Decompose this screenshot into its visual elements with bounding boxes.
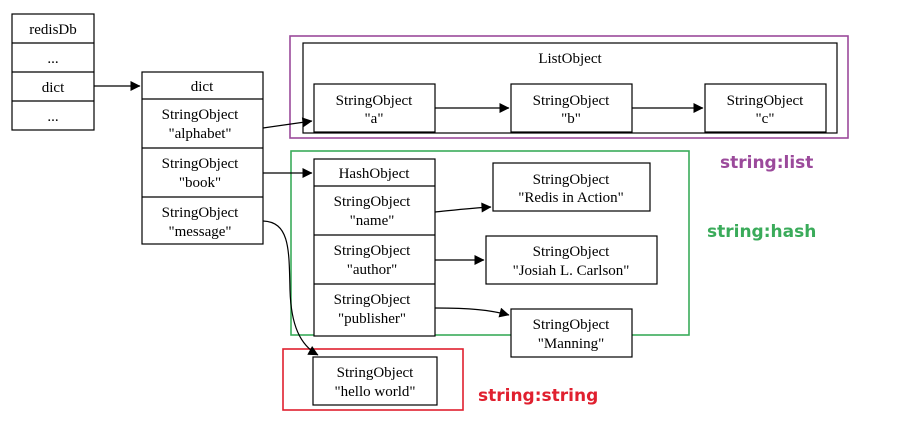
edge-message-to-string [262,220,319,356]
dict-title: dict [191,79,214,95]
string-hash-label: string:hash [707,222,816,242]
string-value-node: StringObject "hello world" [312,356,438,406]
redisdb-row-ellipsis: ... [47,51,58,67]
hash-value-text: "Redis in Action" [518,190,624,206]
hash-field-type: StringObject [334,292,411,308]
string-list-group-frame [289,35,849,139]
edge-publisher-to-value [434,307,510,318]
hash-field-type: StringObject [334,194,411,210]
list-item-value: "b" [561,111,581,127]
hash-field-type: StringObject [334,243,411,259]
redisdb-row-ellipsis: ... [47,109,58,125]
dict-key-type: StringObject [162,107,239,123]
edge-name-to-value [434,202,492,213]
list-item-value: "a" [365,111,384,127]
string-list-label: string:list [720,153,813,173]
edge-alphabet-to-list [262,117,313,129]
string-value-type: StringObject [337,365,414,381]
hash-value-node: StringObject "Redis in Action" [492,162,651,212]
list-item-value: "c" [756,111,775,127]
dict-key-name: "message" [168,224,231,240]
string-hash-group-frame [290,150,690,336]
hash-value-type: StringObject [533,317,610,333]
redisdb-node: redisDb ... dict ... [11,13,95,131]
hash-value-node: StringObject "Josiah L. Carlson" [485,235,658,285]
dict-key-name: "book" [179,175,221,191]
redisdb-dict-field: dict [42,80,65,96]
hash-value-type: StringObject [533,172,610,188]
hash-value-text: "Manning" [538,336,604,352]
hash-value-node: StringObject "Manning" [510,308,633,358]
redisdb-title: redisDb [29,22,77,38]
list-object-title: ListObject [538,51,602,67]
hash-field-name: "author" [347,262,398,278]
dict-node: dict StringObject "alphabet" StringObjec… [141,71,264,245]
list-item-type: StringObject [727,93,804,109]
hash-value-text: "Josiah L. Carlson" [513,263,630,279]
hash-object-node: HashObject StringObject "name" StringObj… [313,158,436,337]
string-string-group-frame [282,348,464,411]
list-item-type: StringObject [336,93,413,109]
string-string-label: string:string [478,386,598,406]
dict-key-type: StringObject [162,205,239,221]
list-item-type: StringObject [533,93,610,109]
dict-key-type: StringObject [162,156,239,172]
list-object-node: ListObject StringObject "a" StringObject… [302,42,838,134]
string-value-text: "hello world" [335,384,416,400]
hash-field-name: "publisher" [338,311,406,327]
hash-field-name: "name" [350,213,395,229]
dict-key-name: "alphabet" [168,126,231,142]
hash-object-title: HashObject [339,166,411,182]
hash-value-type: StringObject [533,244,610,260]
